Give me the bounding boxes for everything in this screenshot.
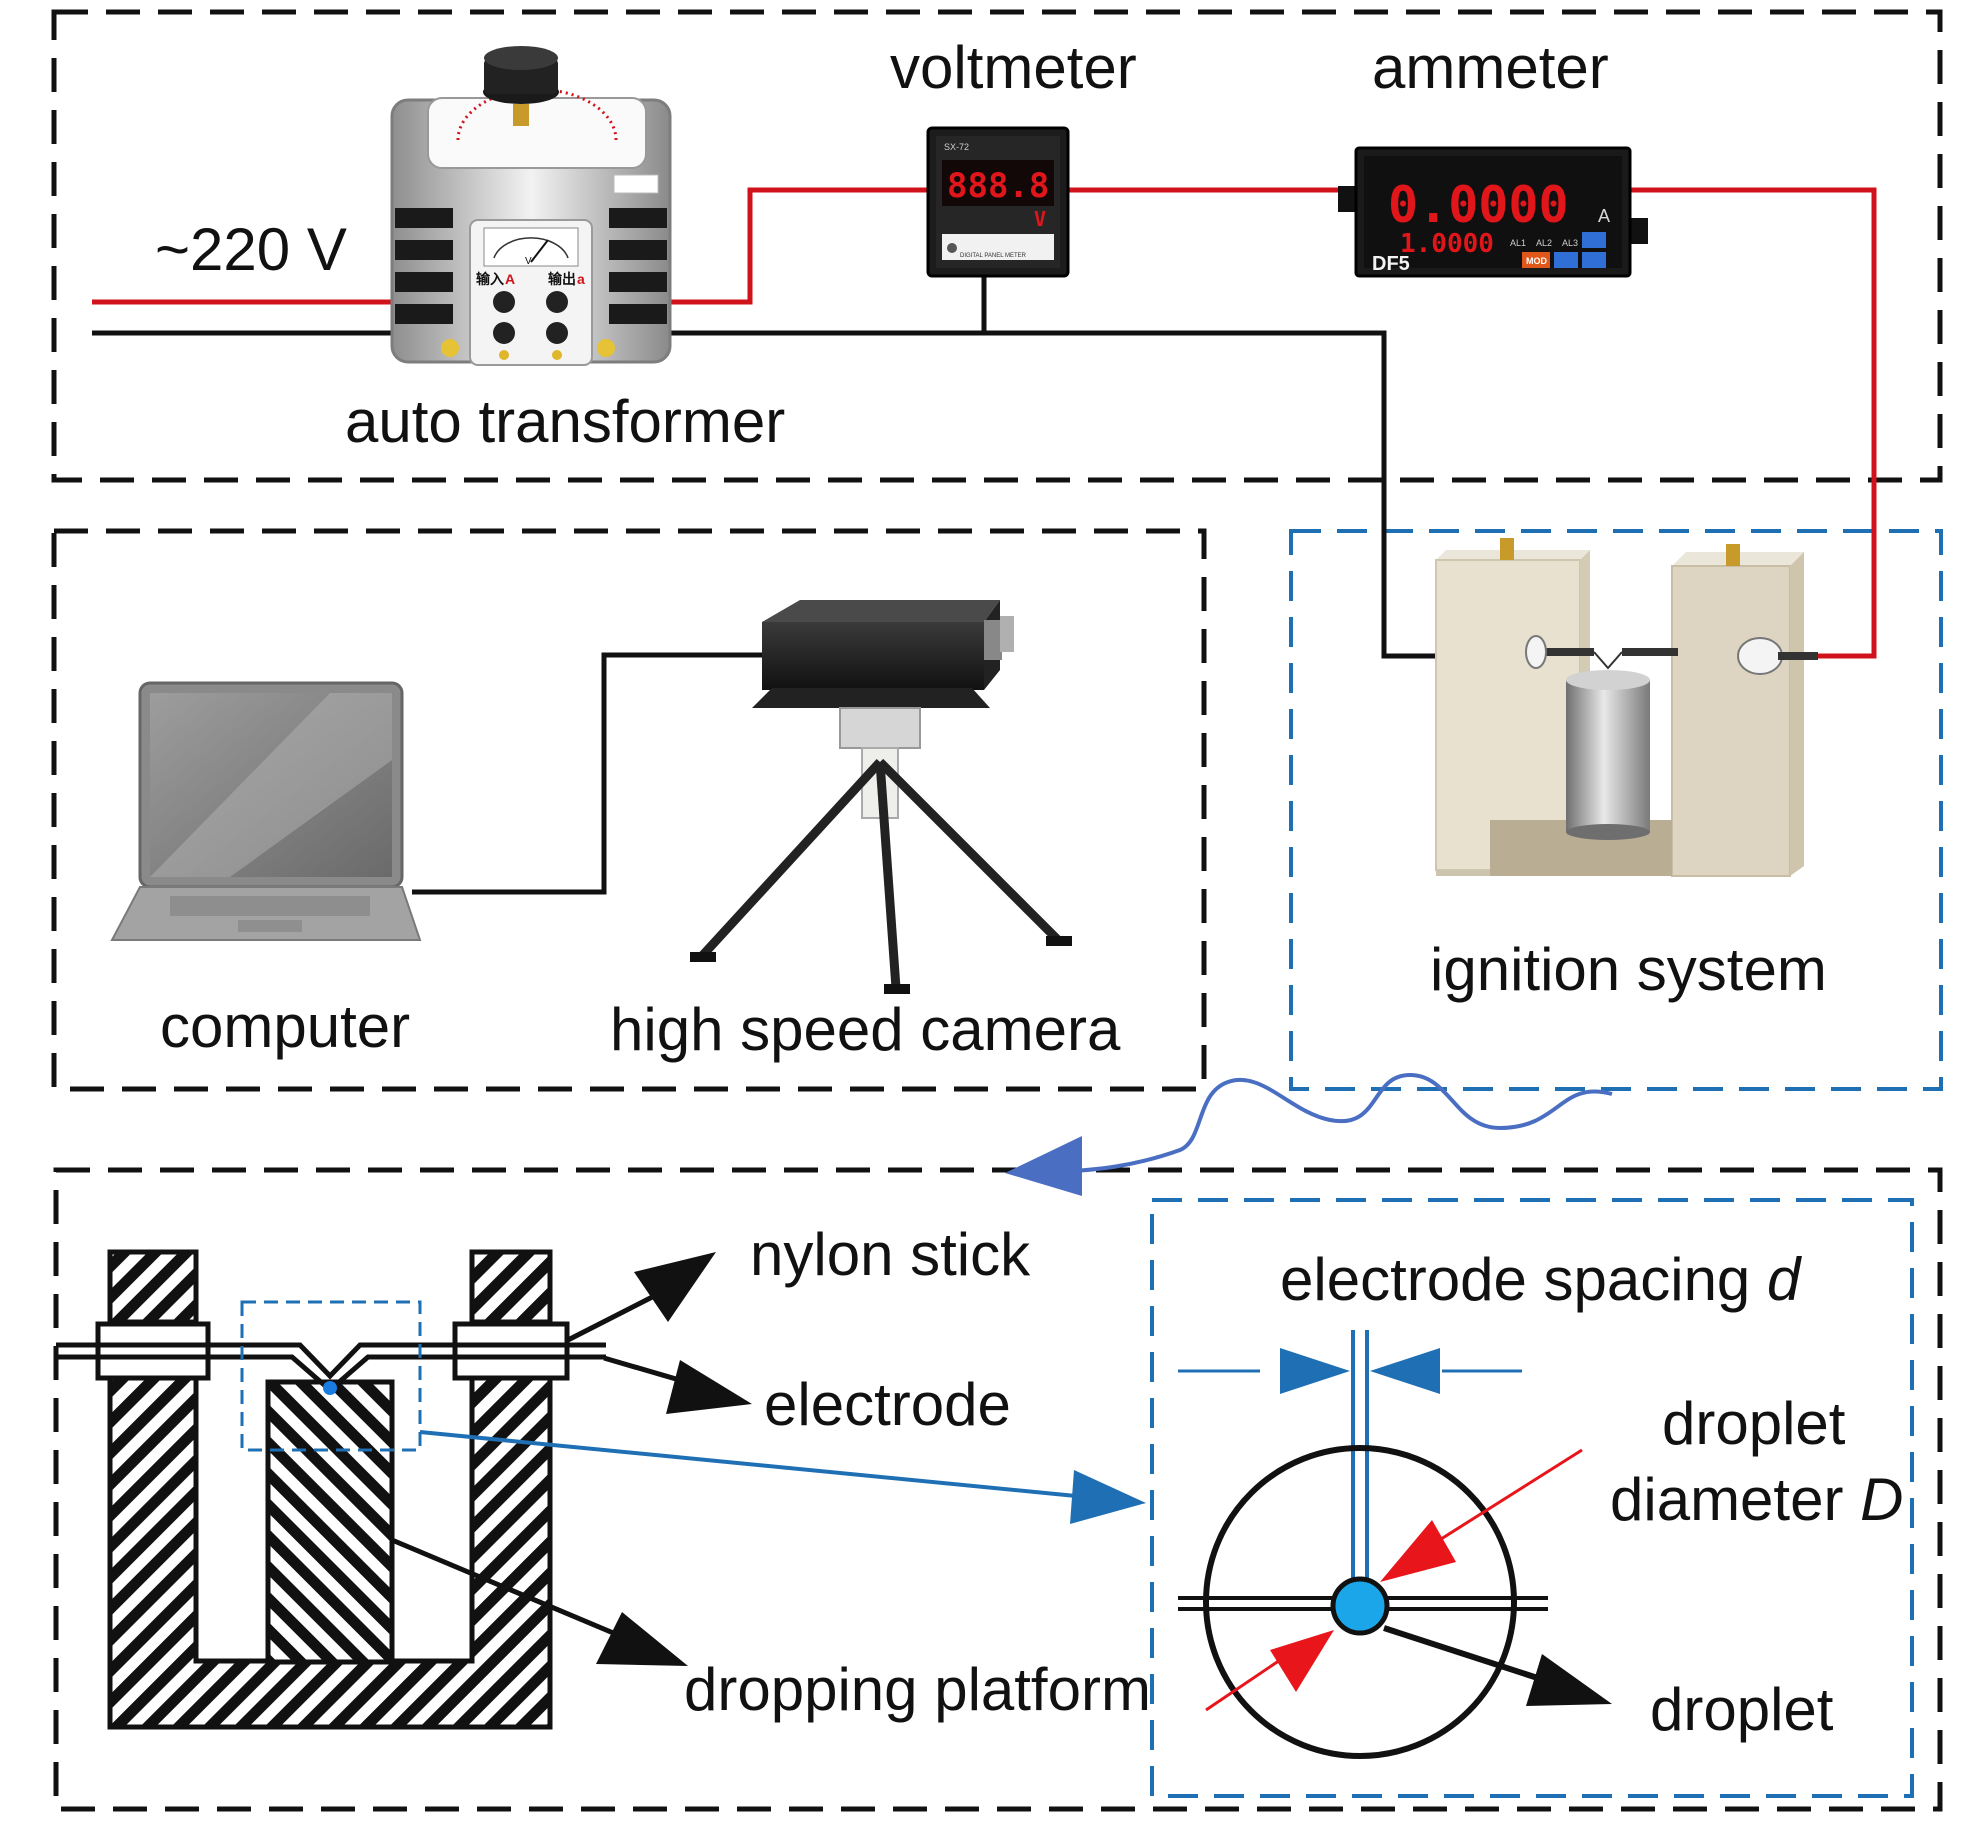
terminal-input-neutral xyxy=(493,322,515,344)
high-speed-camera xyxy=(690,600,1072,994)
terminal-output-live xyxy=(546,291,568,313)
auto-transformer: V 输入 A 输出 a xyxy=(390,46,672,366)
power-section-box xyxy=(51,9,1943,483)
detail-section-box xyxy=(53,1167,1943,1812)
nylon-clamp-left xyxy=(95,1321,211,1381)
ammeter-up-button xyxy=(1582,232,1606,248)
ammeter-device: 0.0000 A 1.0000 AL1 AL2 AL3 DF5 MOD xyxy=(1338,146,1648,278)
mains-label-bg xyxy=(125,205,355,285)
droplet-diameter-text: diameter xyxy=(1610,1466,1843,1533)
ammeter-left-button xyxy=(1554,252,1578,268)
electrode-pointer-head xyxy=(666,1360,752,1414)
dropping-platform-section xyxy=(56,1249,606,1730)
ignition-apparatus xyxy=(1435,538,1818,877)
zoom-pointer-line xyxy=(419,1430,1077,1498)
camera-label: high speed camera xyxy=(610,996,1121,1063)
droplet-diameter-label-1: droplet xyxy=(1662,1390,1846,1457)
voltmeter-caption: DIGITAL PANEL METER xyxy=(960,253,1027,259)
droplet-pointer-head xyxy=(1526,1654,1612,1706)
spacing-arrow-left xyxy=(1280,1348,1350,1394)
nylon-pointer-head xyxy=(634,1252,716,1322)
transformer-output-label: 输出 xyxy=(548,271,576,287)
platform-pointer-line xyxy=(391,1537,631,1643)
diameter-marker-head-upper xyxy=(1380,1520,1456,1582)
ignition-electrode-left xyxy=(1530,648,1594,656)
ammeter-unit: A xyxy=(1598,206,1610,226)
platform-pillar-right xyxy=(469,1249,553,1325)
droplet-diameter-symbol: D xyxy=(1860,1466,1903,1533)
ammeter-mod-button xyxy=(1522,252,1550,268)
zoom-pointer-head xyxy=(1070,1470,1146,1524)
nylon-stick-label: nylon stick xyxy=(750,1221,1031,1288)
ignition-section-box xyxy=(1289,529,1943,1091)
voltmeter-label: voltmeter xyxy=(890,34,1137,101)
platform-pillar-left xyxy=(107,1249,199,1325)
zoom-link-arrowhead xyxy=(1005,1136,1082,1196)
ammeter-right-button xyxy=(1582,252,1606,268)
voltmeter-unit: V xyxy=(1034,207,1046,231)
ammeter-alarm-1: AL1 xyxy=(1510,238,1526,248)
nylon-clamp-right xyxy=(452,1321,570,1381)
droplet-diameter-label-2: diameter D xyxy=(1610,1466,1903,1533)
terminal-input-live xyxy=(493,291,515,313)
live-wire-to-ignition xyxy=(1630,187,1877,659)
electrode-spacing-text: electrode spacing xyxy=(1280,1246,1750,1313)
electrode-spacing-dimension xyxy=(1178,1330,1522,1578)
ammeter-alarm-2: AL2 xyxy=(1536,238,1552,248)
nylon-pointer-line xyxy=(566,1287,668,1343)
transformer-meter-unit: V xyxy=(525,256,532,267)
terminal-output-neutral xyxy=(546,322,568,344)
computer-label: computer xyxy=(160,993,410,1060)
nylon-stick-cross-section xyxy=(1203,1445,1517,1759)
electrode-label: electrode xyxy=(764,1371,1011,1438)
laptop-screen xyxy=(150,693,392,877)
platform-pointer-head xyxy=(596,1612,688,1666)
mains-voltage-label: ~220 V xyxy=(155,216,347,283)
platform-droplet xyxy=(323,1381,337,1395)
transformer-output-tag: a xyxy=(577,271,585,287)
ammeter-reading-sub: 1.0000 xyxy=(1400,229,1494,259)
droplet-inset-box xyxy=(1150,1198,1914,1798)
droplet-label: droplet xyxy=(1650,1676,1834,1743)
droplet-circle xyxy=(1330,1576,1390,1636)
dropping-platform-label: dropping platform xyxy=(684,1656,1151,1723)
droplet-pointer-line xyxy=(1383,1625,1557,1687)
ammeter-label: ammeter xyxy=(1372,34,1609,101)
zoom-link-curve xyxy=(1059,1072,1613,1174)
platform-centre-block xyxy=(265,1379,395,1665)
spacing-arrow-right xyxy=(1370,1348,1440,1394)
ignition-system-label: ignition system xyxy=(1430,936,1827,1003)
ammeter-reading-main: 0.0000 xyxy=(1388,176,1569,234)
diameter-marker-head-lower xyxy=(1270,1630,1334,1692)
diameter-marker-line-upper xyxy=(1429,1448,1583,1548)
ammeter-brand: DF5 xyxy=(1372,253,1410,275)
voltmeter-device: SX-72 888.8 V DIGITAL PANEL METER xyxy=(926,126,1070,278)
ammeter-alarm-3: AL3 xyxy=(1562,238,1578,248)
ignition-cylinder xyxy=(1566,680,1650,832)
droplet-detail xyxy=(1178,1445,1548,1759)
ammeter-mod-label: MOD xyxy=(1526,256,1547,266)
transformer-input-tag: A xyxy=(505,271,515,287)
neutral-wire xyxy=(92,330,1436,659)
voltmeter-reading: 888.8 xyxy=(947,166,1049,206)
ignition-electrode-right xyxy=(1622,648,1678,656)
laptop-computer xyxy=(110,681,422,941)
imaging-section-box xyxy=(51,528,1207,1092)
voltmeter-model: SX-72 xyxy=(944,142,969,152)
camera-cable xyxy=(412,652,842,895)
diameter-marker-line-lower xyxy=(1205,1654,1287,1712)
auto-transformer-label: auto transformer xyxy=(345,388,785,455)
electrode-spacing-label: electrode spacing d xyxy=(1280,1246,1802,1313)
zoom-region-box xyxy=(240,1300,422,1452)
electrode-spacing-symbol: d xyxy=(1767,1246,1802,1313)
electrode-wire-top xyxy=(56,1342,606,1380)
transformer-input-label: 输入 xyxy=(476,271,504,287)
